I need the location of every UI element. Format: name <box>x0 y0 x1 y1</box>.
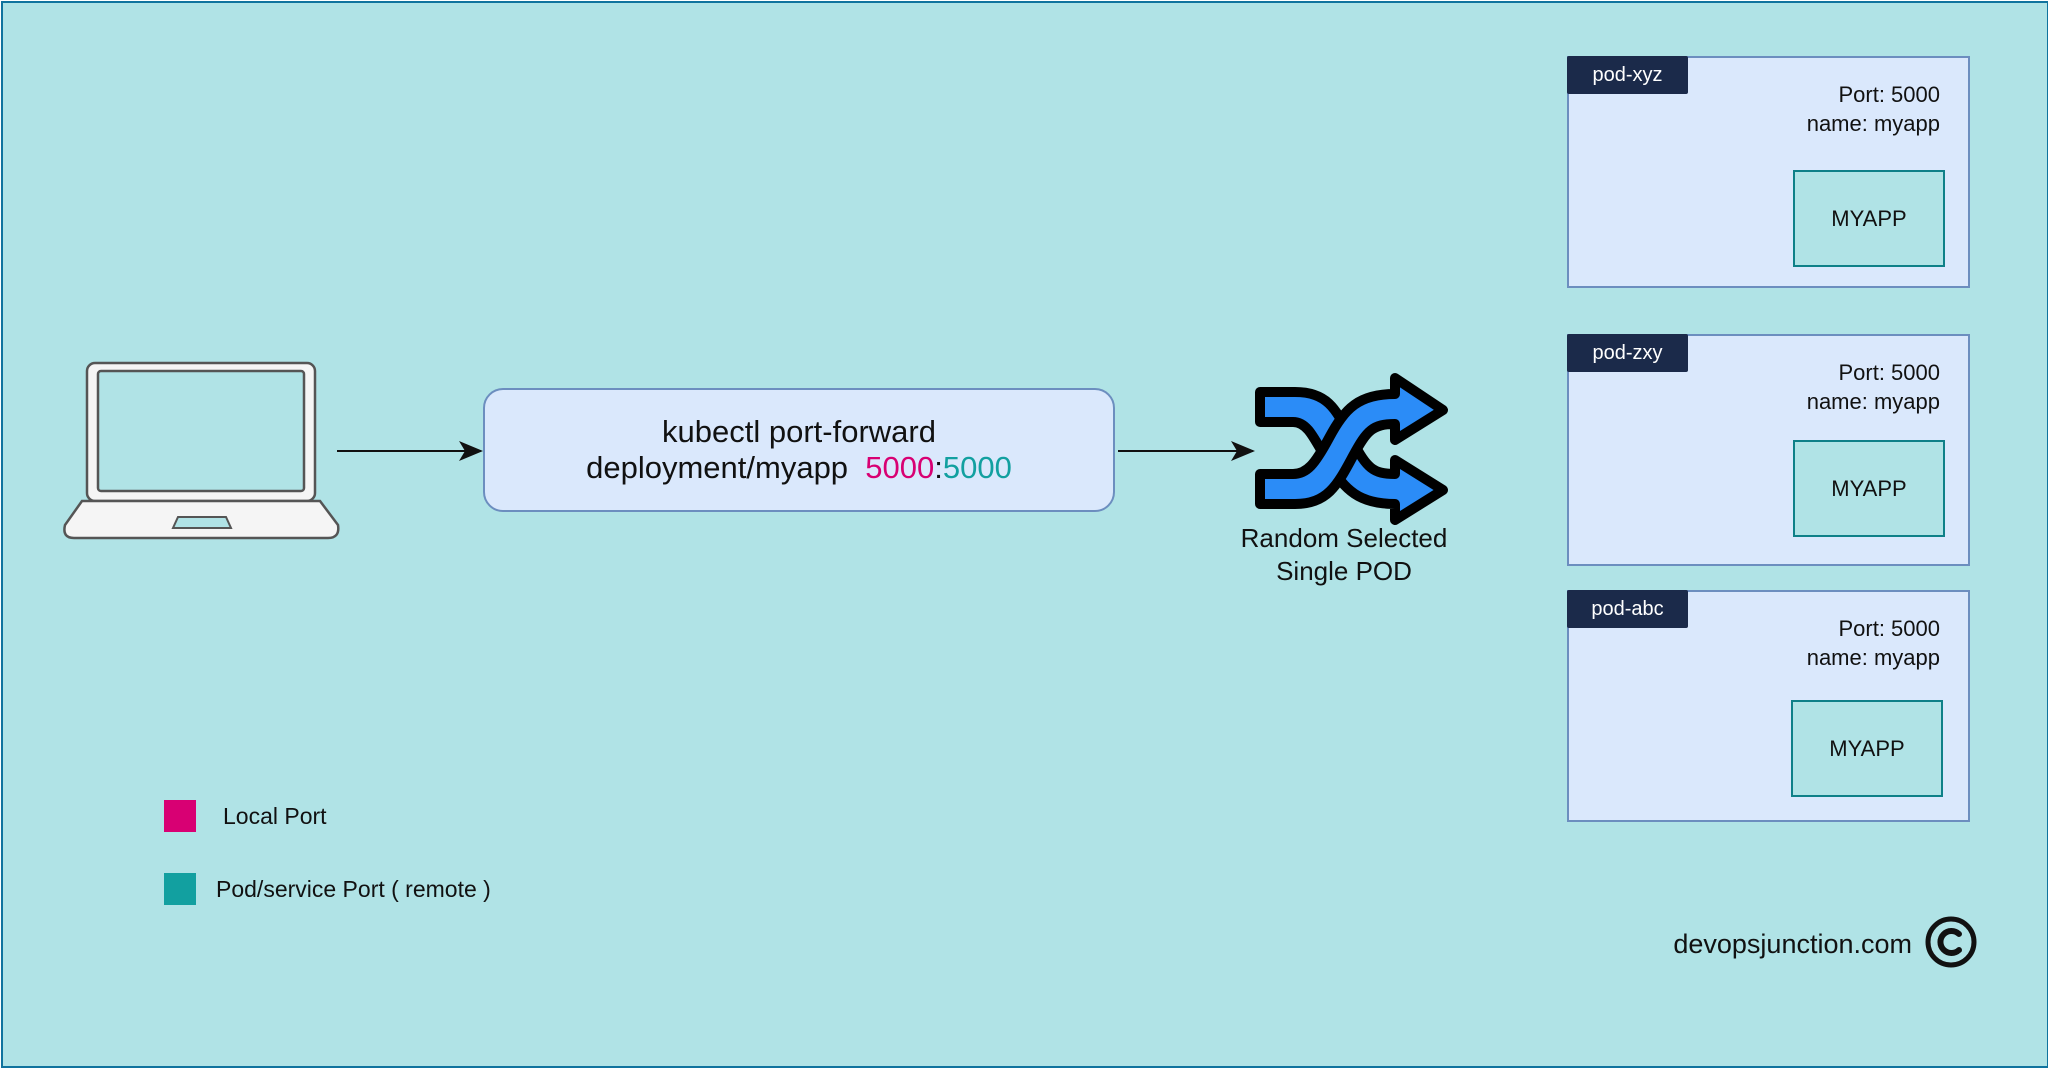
shuffle-icon <box>1255 373 1448 525</box>
command-line-2: deployment/myapp 5000:5000 <box>586 450 1012 486</box>
pod-port: Port: 5000 <box>1838 82 1940 107</box>
pod-box: pod-abc Port: 5000 name: myapp MYAPP <box>1567 590 1970 822</box>
legend-label-local: Local Port <box>223 803 327 829</box>
pod-label: name: myapp <box>1806 111 1940 136</box>
pod-label: name: myapp <box>1806 645 1940 670</box>
laptop-icon <box>63 361 340 540</box>
port-separator: : <box>934 450 943 485</box>
pod-info: Port: 5000 name: myapp <box>1807 614 1940 672</box>
selector-label-line-2: Single POD <box>1276 556 1412 586</box>
app-container: MYAPP <box>1791 700 1943 797</box>
legend-swatch-remote <box>164 873 196 905</box>
copyright-icon <box>1925 916 1977 968</box>
pod-name-tab: pod-xyz <box>1567 56 1688 94</box>
pod-port: Port: 5000 <box>1838 360 1940 385</box>
remote-port: 5000 <box>942 450 1012 485</box>
legend-label-remote: Pod/service Port ( remote ) <box>216 876 491 902</box>
pod-info: Port: 5000 name: myapp <box>1807 358 1940 416</box>
app-container: MYAPP <box>1793 170 1945 267</box>
legend-swatch-local <box>164 800 196 832</box>
command-target: deployment/myapp <box>586 450 849 485</box>
selector-label: Random Selected Single POD <box>1196 522 1492 588</box>
command-line-1: kubectl port-forward <box>662 414 936 449</box>
pod-label: name: myapp <box>1806 389 1940 414</box>
pod-box: pod-xyz Port: 5000 name: myapp MYAPP <box>1567 56 1970 288</box>
local-port: 5000 <box>865 450 935 485</box>
credit-text: devopsjunction.com <box>1673 929 1912 959</box>
port-forward-command-box: kubectl port-forward deployment/myapp 50… <box>483 388 1115 512</box>
pod-port: Port: 5000 <box>1838 616 1940 641</box>
selector-label-line-1: Random Selected <box>1240 523 1448 553</box>
pod-name-tab: pod-abc <box>1567 590 1688 628</box>
pod-box: pod-zxy Port: 5000 name: myapp MYAPP <box>1567 334 1970 566</box>
pod-name-tab: pod-zxy <box>1567 334 1688 372</box>
pod-info: Port: 5000 name: myapp <box>1807 80 1940 138</box>
app-container: MYAPP <box>1793 440 1945 537</box>
